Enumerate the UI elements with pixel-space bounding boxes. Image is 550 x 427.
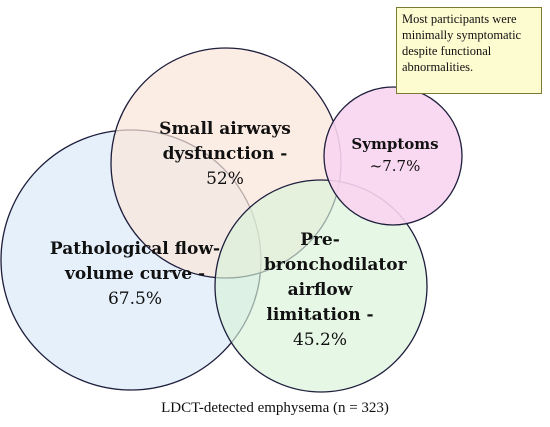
label-symptoms-title: Symptoms [351, 135, 439, 153]
label-pathological-value: 67.5% [107, 289, 162, 309]
label-pathological: Pathological flow-volume curve - 67.5% [45, 237, 225, 312]
label-symptoms: Symptoms ~7.7% [340, 133, 450, 177]
circle-symptoms [323, 86, 463, 226]
label-small-airways-title: Small airways dysfunction - [159, 119, 291, 164]
label-small-airways-value: 52% [206, 169, 244, 189]
diagram-caption: LDCT-detected emphysema (n = 323) [161, 400, 389, 416]
circle-pre-bronchodilator [214, 179, 428, 393]
label-symptoms-value: ~7.7% [369, 157, 421, 175]
label-pre-bronchodilator: Pre-bronchodilator airflow limitation - … [264, 228, 407, 353]
label-pre-bronchodilator-value: 45.2% [292, 330, 347, 350]
label-pre-bronchodilator-title: Pre-bronchodilator airflow limitation - [264, 230, 407, 325]
label-small-airways: Small airways dysfunction - 52% [150, 117, 300, 192]
annotation-note: Most participants were minimally symptom… [396, 7, 542, 94]
label-pathological-title: Pathological flow-volume curve - [49, 239, 221, 284]
